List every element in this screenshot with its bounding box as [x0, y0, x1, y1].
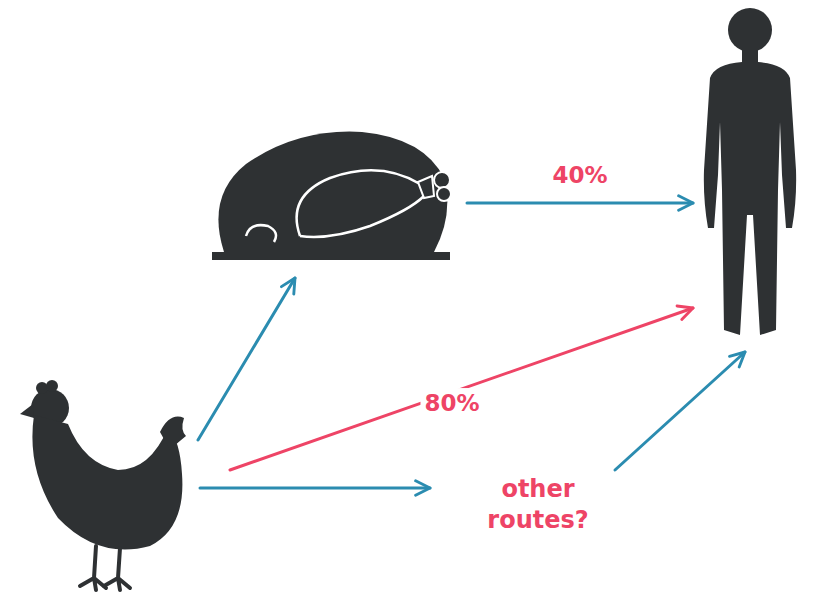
roast-chicken [212, 132, 451, 260]
percentage-label: 80% [420, 388, 483, 420]
flow-arrows [198, 203, 745, 488]
human-silhouette [704, 8, 796, 335]
chicken-legs [80, 546, 130, 590]
percentage-label: 40% [548, 160, 611, 192]
chicken-silhouette [20, 380, 186, 550]
route-label: other routes? [472, 473, 604, 537]
